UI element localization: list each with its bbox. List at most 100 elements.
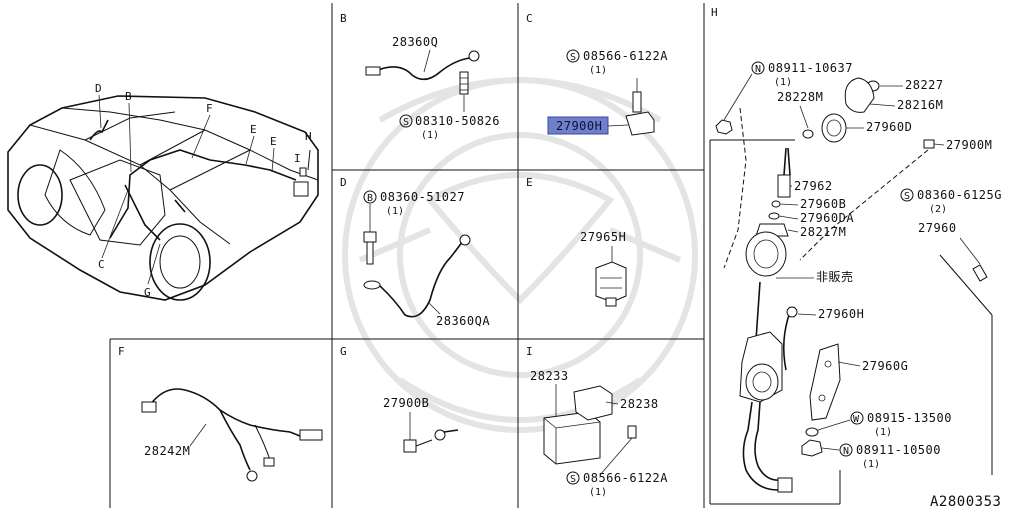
drain-cap bbox=[777, 477, 793, 493]
part-qty: (1) bbox=[589, 487, 607, 498]
nut bbox=[715, 119, 733, 135]
washer bbox=[802, 129, 814, 139]
bracket bbox=[625, 111, 655, 136]
part-label: 28242M bbox=[144, 444, 190, 458]
callout-e2: E bbox=[270, 135, 277, 148]
car-callouts: D B F E E H I C G bbox=[95, 82, 312, 299]
symbol-s: S bbox=[570, 474, 576, 485]
highlighted-part-box[interactable] bbox=[547, 116, 609, 135]
part-label: 28227 bbox=[905, 78, 944, 92]
part-label: 08566-6122A bbox=[583, 49, 668, 63]
connector bbox=[263, 457, 275, 467]
ring-terminal bbox=[246, 470, 258, 482]
bolt-head bbox=[403, 439, 417, 453]
grommet bbox=[745, 231, 787, 277]
amp-unit bbox=[543, 411, 601, 465]
section-letter: B bbox=[340, 12, 347, 25]
callout-b: B bbox=[125, 90, 132, 103]
screw bbox=[923, 139, 935, 149]
connector bbox=[299, 429, 323, 441]
part-label: 27960H bbox=[818, 307, 864, 321]
section-letter: I bbox=[526, 345, 533, 358]
part-label: 27960 bbox=[918, 221, 957, 235]
callout-d: D bbox=[95, 82, 102, 95]
symbol-s: S bbox=[403, 117, 409, 128]
part-label: 28360Q bbox=[392, 35, 438, 49]
symbol-b: B bbox=[367, 193, 373, 204]
screw bbox=[632, 91, 642, 113]
symbol-n: N bbox=[843, 446, 849, 457]
part-label: 08911-10637 bbox=[768, 61, 853, 75]
ring-terminal bbox=[434, 429, 446, 441]
section-letter: D bbox=[340, 176, 347, 189]
callout-h: H bbox=[305, 130, 312, 143]
highlighted-part-label: 27900H bbox=[556, 119, 602, 133]
part-label: 27900B bbox=[383, 396, 429, 410]
part-label: 27965H bbox=[580, 230, 626, 244]
part-qty: (1) bbox=[589, 65, 607, 76]
section-h: H N 08911-10637 (1) 28227 28216M 28228M … bbox=[709, 6, 1002, 505]
part-label: 08310-50826 bbox=[415, 114, 500, 128]
panel-borders bbox=[109, 3, 705, 508]
part-label: 28233 bbox=[530, 369, 569, 383]
nut bbox=[801, 439, 823, 457]
section-c: C S 08566-6122A (1) 27900H bbox=[526, 12, 668, 136]
symbol-s: S bbox=[570, 52, 576, 63]
gasket bbox=[821, 113, 847, 143]
part-label: 08360-51027 bbox=[380, 190, 465, 204]
connector bbox=[141, 401, 157, 413]
symbol-n: N bbox=[755, 64, 761, 75]
section-f: F 28242M bbox=[118, 345, 323, 482]
part-label: 28238 bbox=[620, 397, 659, 411]
mounting-bracket bbox=[809, 343, 841, 421]
part-label: 08915-13500 bbox=[867, 411, 952, 425]
part-label: 27960DA bbox=[800, 211, 854, 225]
section-g: G 27900B bbox=[340, 345, 459, 453]
section-i: I 28233 28238 S 08566-6122A (1) bbox=[526, 345, 668, 498]
connector bbox=[365, 66, 381, 76]
part-label: 27962 bbox=[794, 179, 833, 193]
part-label: 08566-6122A bbox=[583, 471, 668, 485]
callout-f: F bbox=[206, 102, 213, 115]
spacer bbox=[768, 212, 780, 220]
symbol-w: W bbox=[853, 414, 860, 425]
section-letter: C bbox=[526, 12, 533, 25]
bezel bbox=[844, 77, 875, 113]
figure-id: A2800353 bbox=[930, 494, 1001, 510]
nut bbox=[771, 200, 781, 208]
part-label: 08360-6125G bbox=[917, 188, 1002, 202]
part-qty: (1) bbox=[874, 427, 892, 438]
car-overview bbox=[7, 95, 319, 301]
ring-terminal bbox=[459, 234, 471, 246]
callout-g: G bbox=[144, 286, 151, 299]
callout-e1: E bbox=[250, 123, 257, 136]
ring-terminal bbox=[468, 50, 480, 62]
callout-c: C bbox=[98, 258, 105, 271]
part-qty: (1) bbox=[386, 206, 404, 217]
part-label: 28217M bbox=[800, 225, 846, 239]
clip-pin bbox=[605, 297, 617, 307]
ring-terminal bbox=[363, 280, 381, 290]
part-qty: (1) bbox=[774, 77, 792, 88]
part-label: 08911-10500 bbox=[856, 443, 941, 457]
section-d: D B 08360-51027 (1) 28360QA bbox=[340, 176, 490, 328]
screw bbox=[972, 264, 988, 282]
symbol-s: S bbox=[904, 191, 910, 202]
part-label: 27960G bbox=[862, 359, 908, 373]
screw bbox=[627, 425, 637, 439]
section-letter: E bbox=[526, 176, 533, 189]
part-label: 28216M bbox=[897, 98, 943, 112]
bolt bbox=[459, 71, 469, 95]
part-qty: (1) bbox=[421, 130, 439, 141]
part-qty: (2) bbox=[929, 204, 947, 215]
section-letter: H bbox=[711, 6, 718, 19]
callout-i: I bbox=[294, 152, 301, 165]
bracket bbox=[573, 385, 613, 421]
clip bbox=[595, 261, 627, 303]
section-letter: G bbox=[340, 345, 347, 358]
part-label: 27960D bbox=[866, 120, 912, 134]
section-b: B 28360Q S 08310-50826 (1) bbox=[340, 12, 500, 141]
part-label: 28360QA bbox=[436, 314, 490, 328]
